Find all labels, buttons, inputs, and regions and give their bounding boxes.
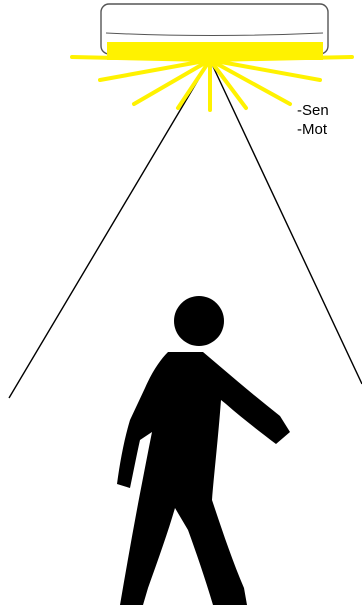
cone-right-line xyxy=(210,60,362,384)
walking-person-icon xyxy=(117,296,290,605)
feature-note-motion: -Mot xyxy=(297,120,329,139)
feature-notes: -Sen -Mot xyxy=(297,101,329,139)
person-head xyxy=(174,296,224,346)
person-body xyxy=(117,352,290,605)
ceiling-light-fixture-icon xyxy=(101,4,328,60)
fixture-light-panel xyxy=(107,42,323,60)
cone-left-line xyxy=(9,60,210,398)
feature-note-sensor: -Sen xyxy=(297,101,329,120)
